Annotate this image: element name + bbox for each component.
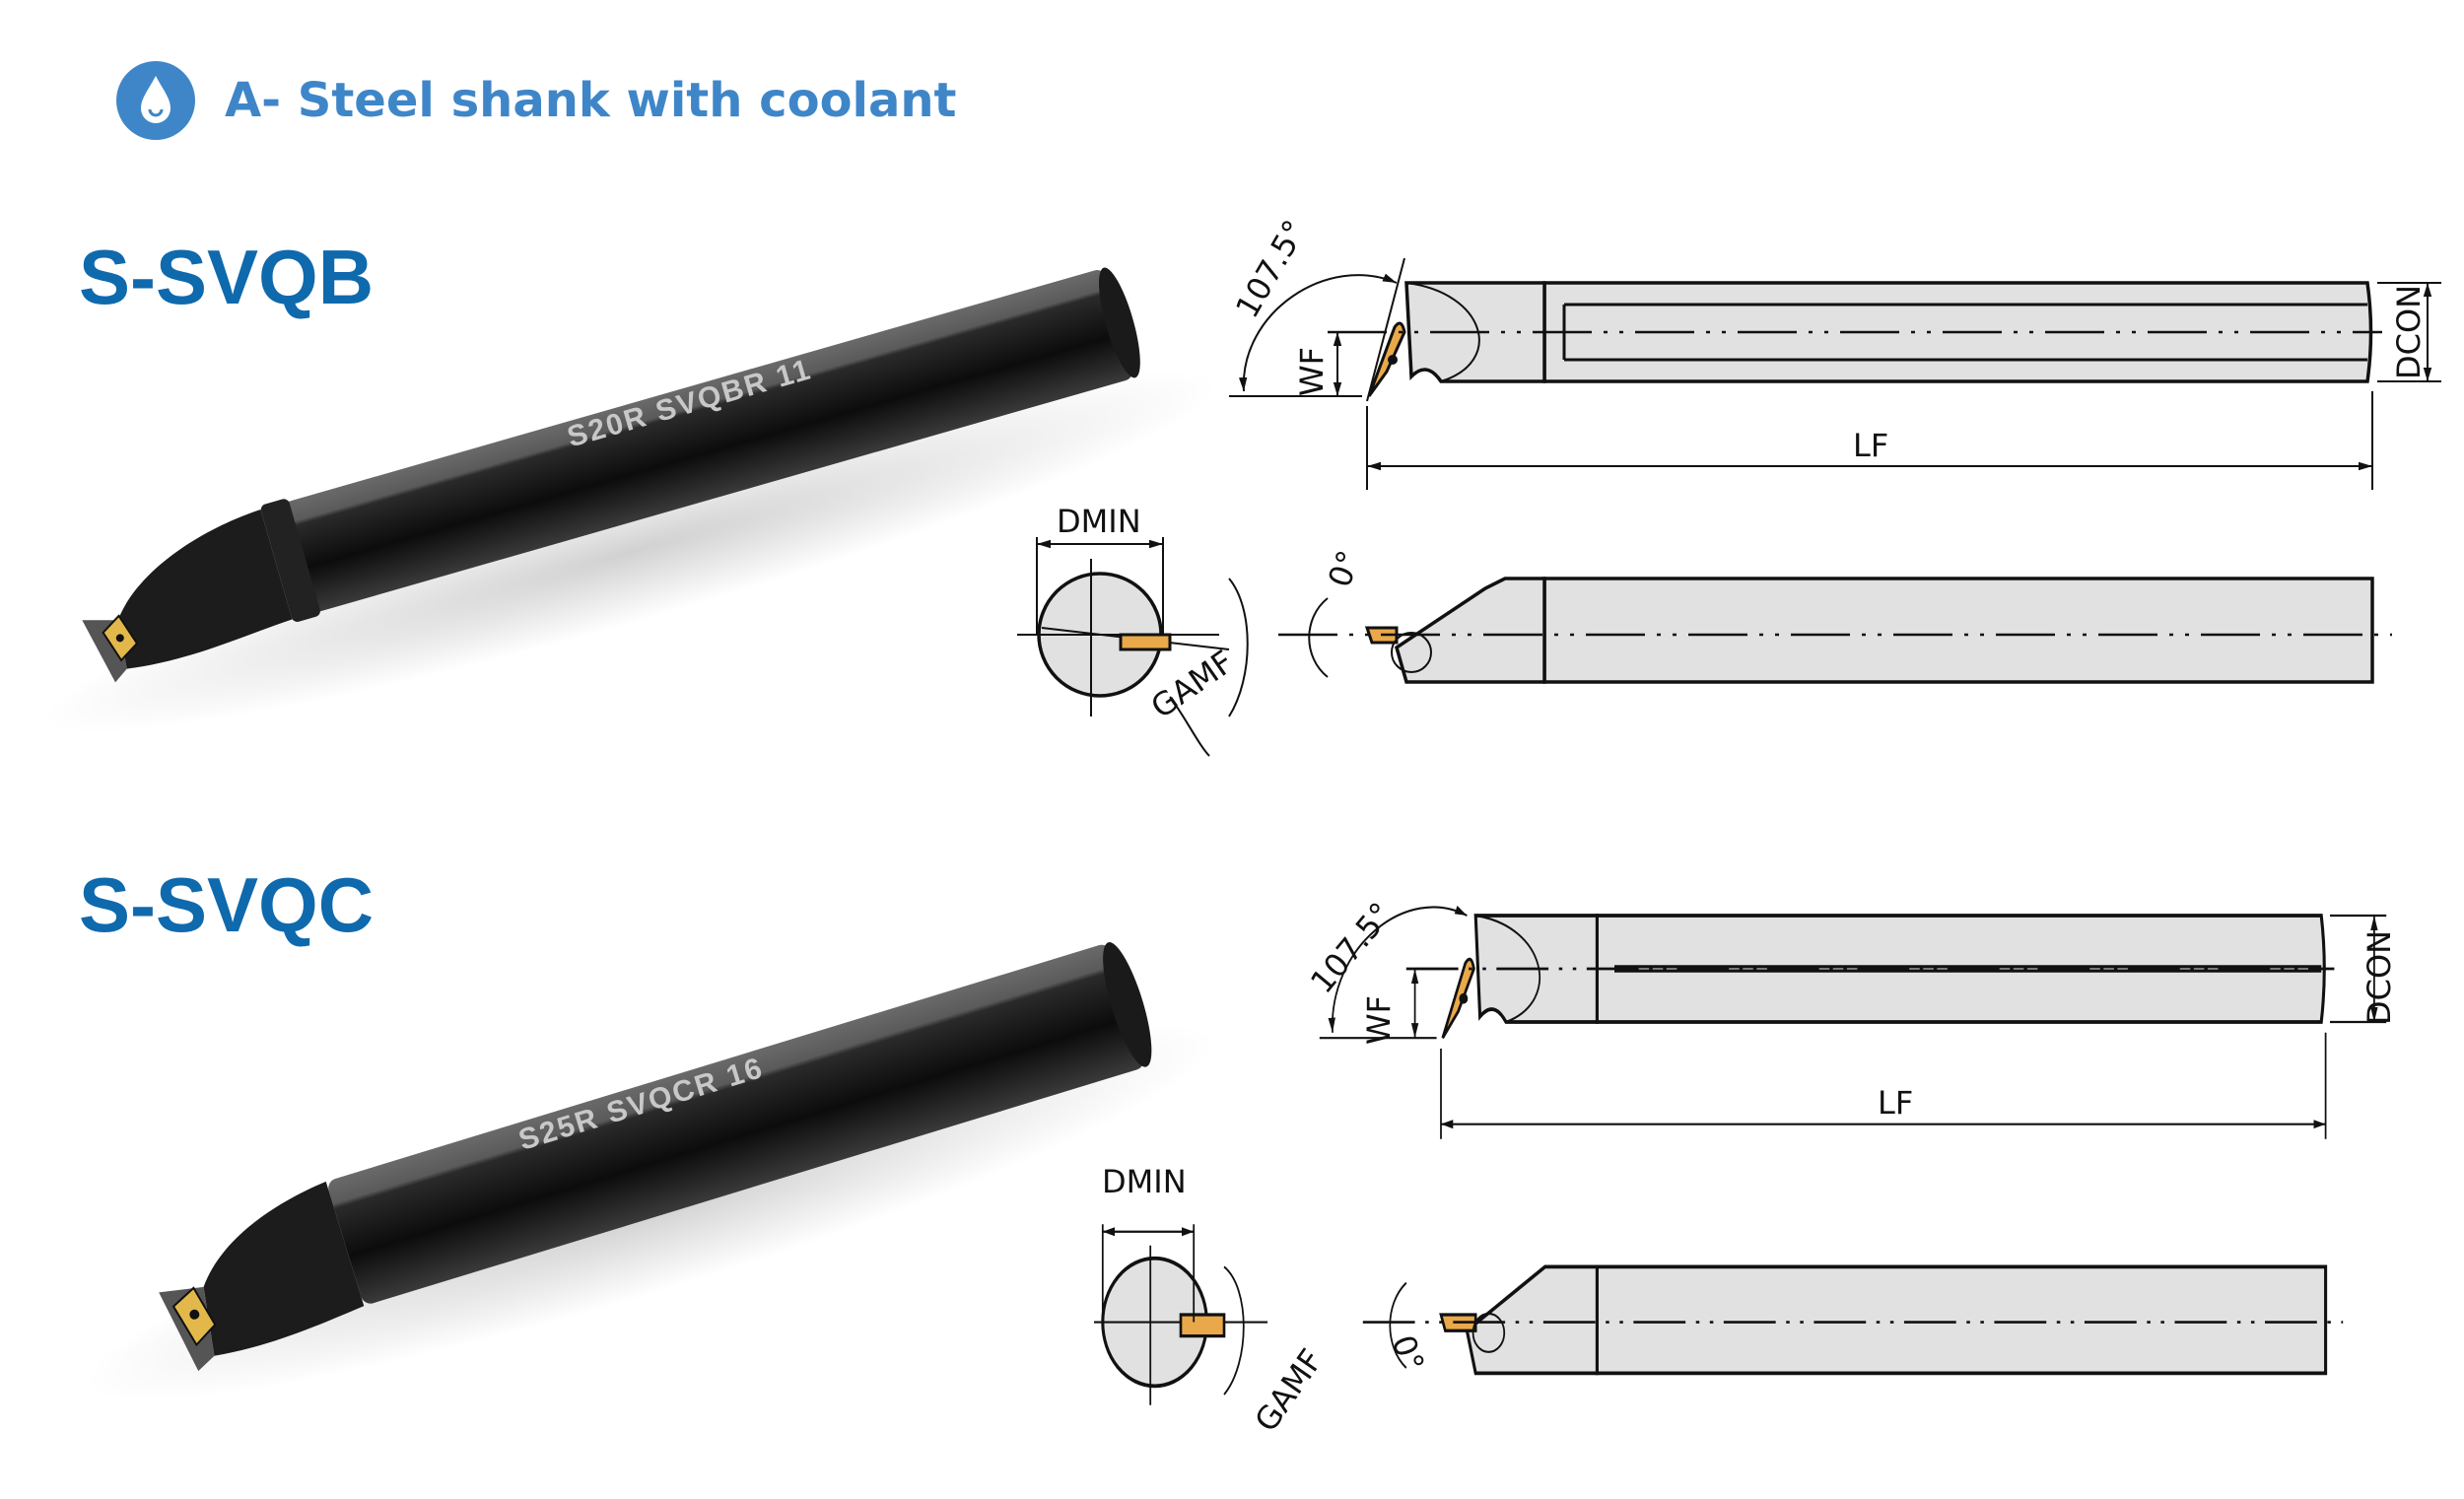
water-drop-icon: [116, 61, 195, 140]
insert-icon: [171, 1286, 217, 1347]
wf-label: WF: [1293, 347, 1331, 396]
series-title-svqc: S-SVQC: [79, 861, 374, 948]
angle-label: 107.5°: [1303, 895, 1400, 1000]
end-view: [1094, 1224, 1268, 1405]
top-view: [1229, 257, 2441, 490]
coolant-header: A- Steel shank with coolant: [116, 61, 957, 140]
dmin-label: DMIN: [1057, 503, 1141, 540]
lf-label: LF: [1853, 427, 1888, 464]
tool-photo-svqb: S20R SVQBR 11: [42, 267, 1219, 733]
rake-angle-label: 0°: [1321, 546, 1368, 592]
header-title: A- Steel shank with coolant: [225, 73, 957, 128]
technical-drawing-svqb: [1017, 257, 2441, 757]
end-view: [1017, 537, 1249, 757]
wf-label: WF: [1360, 995, 1398, 1045]
angle-label: 107.5°: [1228, 214, 1314, 324]
series-title-svqb: S-SVQB: [79, 234, 374, 320]
dmin-label: DMIN: [1102, 1163, 1187, 1200]
side-view: [1278, 577, 2392, 684]
lf-label: LF: [1878, 1084, 1913, 1122]
technical-drawing-svqc: [1094, 905, 2387, 1405]
gamf-label: GAMF: [1247, 1342, 1330, 1439]
dcon-label: DCON: [2390, 285, 2428, 379]
side-view: [1362, 1264, 2344, 1376]
dcon-label: DCON: [2361, 930, 2398, 1025]
tool-photo-svqc: S25R SVQCR 16: [84, 942, 1217, 1401]
insert-icon: [102, 614, 139, 662]
top-view: [1319, 905, 2387, 1139]
